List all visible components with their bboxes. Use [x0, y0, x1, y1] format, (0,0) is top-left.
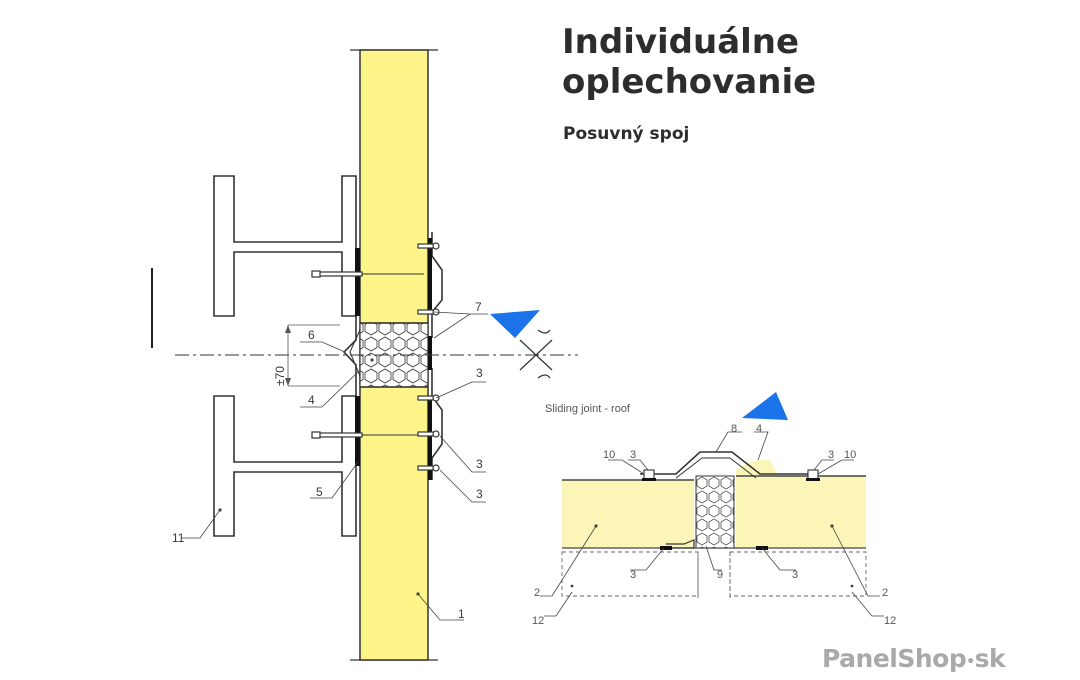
fasteners — [311, 270, 424, 439]
roof-joint-insulation — [695, 475, 735, 549]
upper-steel-beam — [213, 175, 357, 317]
callout-7: 7 — [475, 300, 482, 314]
roof-callout-10-right: 10 — [844, 449, 856, 461]
lower-steel-beam — [213, 395, 357, 537]
title-line-1: Individuálne — [562, 22, 800, 62]
blue-pointer-arrow — [490, 310, 540, 338]
roof-callout-4: 4 — [756, 423, 762, 435]
callout-5: 5 — [316, 485, 323, 499]
roof-callout-10-left: 10 — [603, 449, 615, 461]
title-line-2: oplechovanie — [562, 62, 817, 102]
callout-6: 6 — [308, 328, 315, 342]
roof-detail: Sliding joint - roof — [532, 392, 896, 627]
callout-3a: 3 — [476, 366, 483, 380]
brand-logo: PanelShop•sk — [822, 644, 1006, 673]
movement-symbol — [519, 329, 553, 379]
callout-3b: 3 — [476, 457, 483, 471]
roof-panel-left — [562, 480, 694, 548]
brand-dot: • — [966, 654, 975, 670]
callout-4: 4 — [308, 393, 315, 407]
page-subtitle: Posuvný spoj — [563, 124, 690, 144]
roof-callout-3-bottom-right: 3 — [792, 569, 798, 581]
callout-1: 1 — [458, 607, 465, 621]
roof-callout-12-right: 12 — [884, 615, 896, 627]
outer-flashing — [431, 232, 443, 480]
callout-3c: 3 — [476, 487, 483, 501]
roof-callout-12-left: 12 — [532, 615, 544, 627]
page-title: Individuálne oplechovanie — [562, 22, 816, 102]
callout-11: 11 — [172, 531, 185, 545]
roof-callout-2-left: 2 — [534, 587, 540, 599]
roof-callout-9: 9 — [717, 569, 723, 581]
roof-caption: Sliding joint - roof — [545, 403, 631, 415]
roof-blue-pointer-arrow — [742, 392, 788, 420]
brand-name: PanelShop — [822, 644, 967, 673]
roof-callout-3-bottom-left: 3 — [630, 569, 636, 581]
roof-panel-right — [736, 459, 866, 548]
brand-tld: sk — [974, 644, 1006, 673]
roof-callout-2-right: 2 — [882, 587, 888, 599]
roof-callout-3-top-left: 3 — [630, 449, 636, 461]
dimension-label: ±70 — [273, 366, 287, 386]
wall-detail: ±70 6 4 5 11 1 7 3 3 3 — [151, 49, 578, 661]
roof-callout-8: 8 — [731, 423, 737, 435]
roof-callout-3-top-right: 3 — [828, 449, 834, 461]
